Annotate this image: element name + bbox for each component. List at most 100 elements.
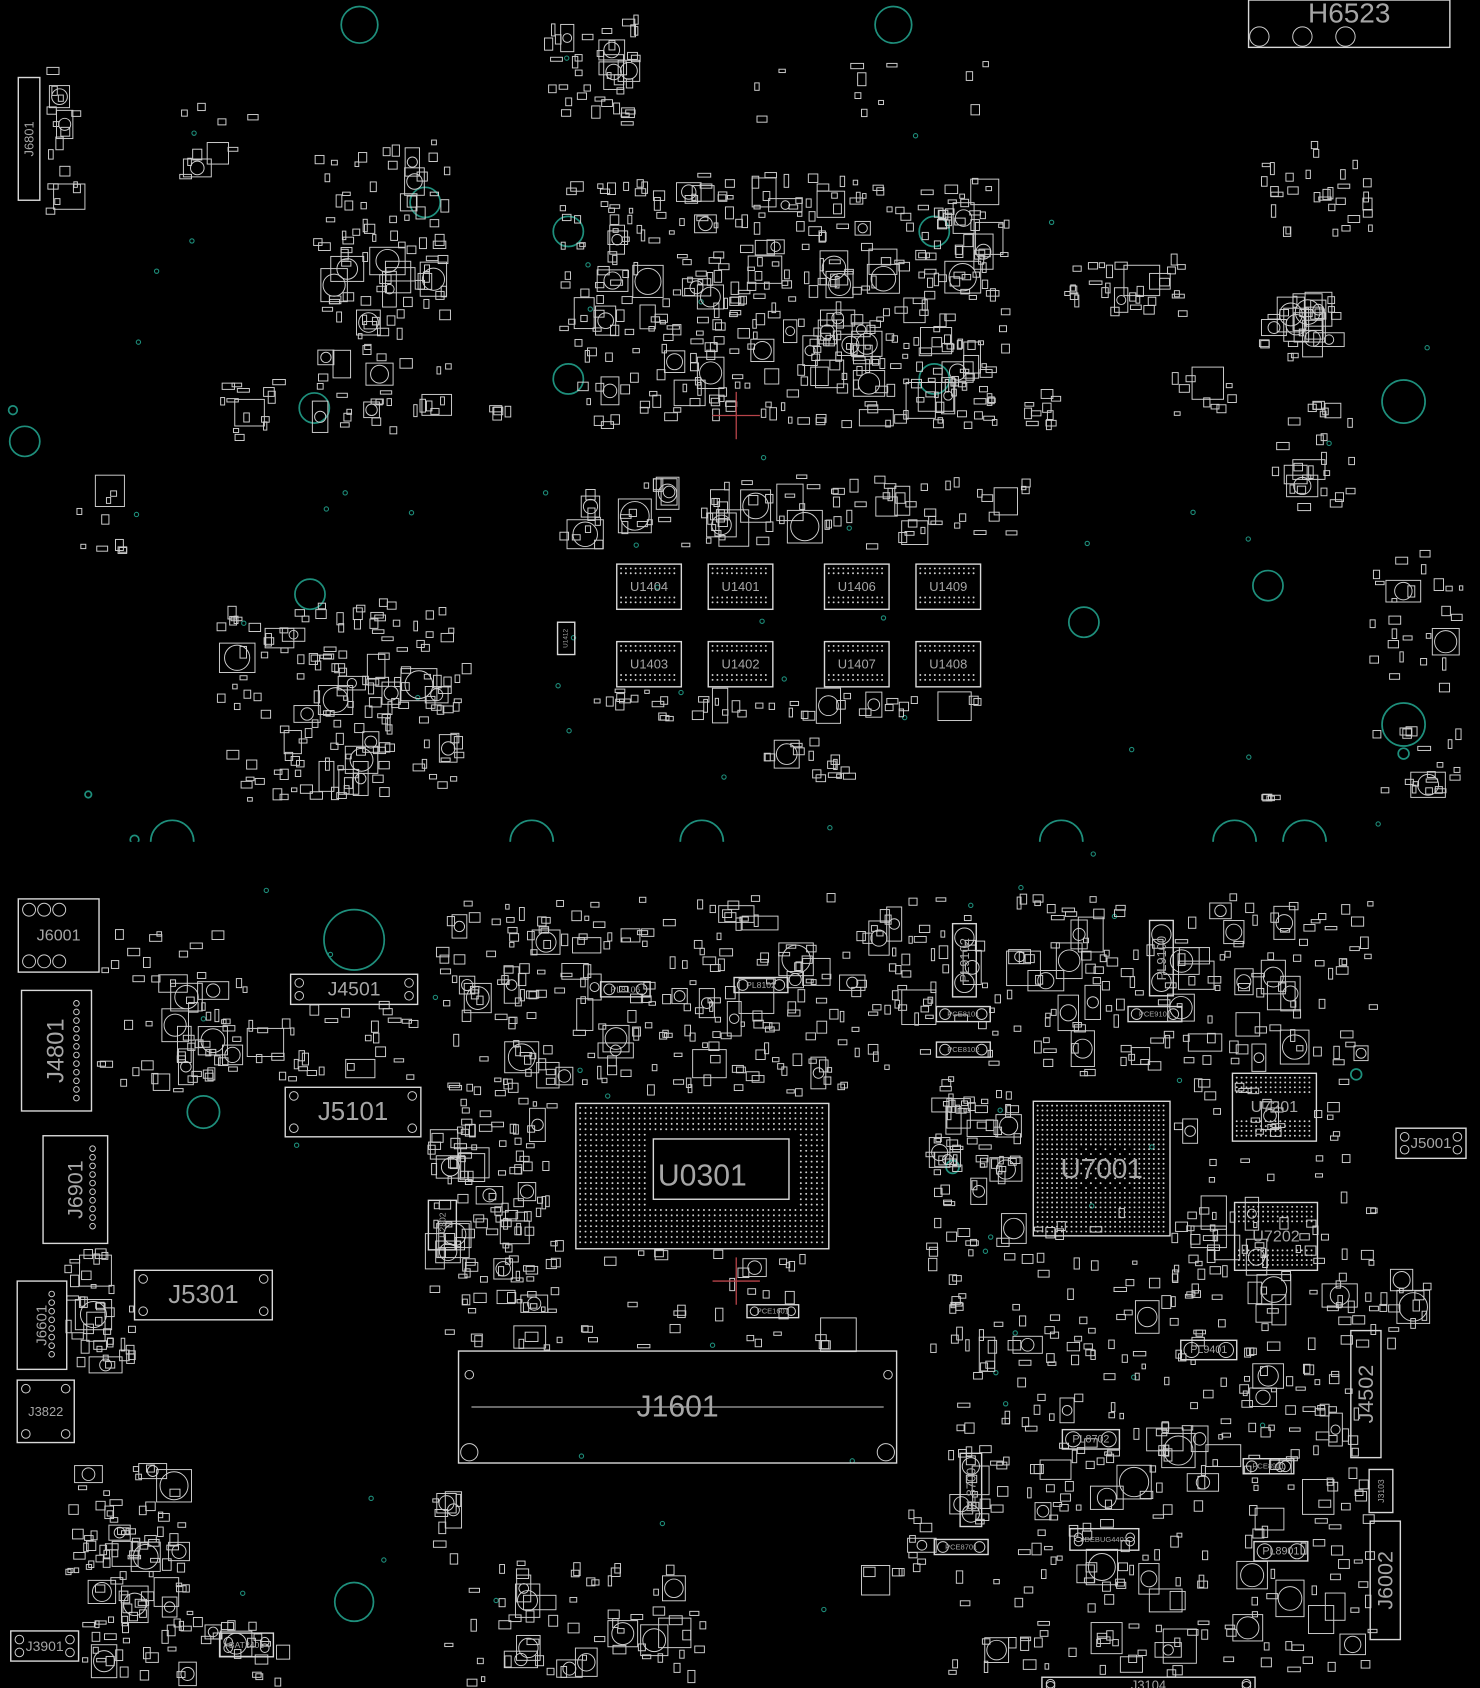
inductor-coil [91, 1582, 112, 1602]
bga-ball [1060, 1124, 1063, 1126]
smd-pad [673, 379, 706, 407]
connector-pin [73, 1051, 80, 1059]
bga-ball [919, 572, 922, 575]
smd-pad [935, 897, 947, 902]
smd-pad [568, 318, 576, 325]
smd-pad [524, 1211, 532, 1222]
bga-ball [1065, 1220, 1068, 1223]
smd-pad [572, 1029, 586, 1036]
smd-pad [644, 689, 650, 694]
mounting-hole [340, 5, 379, 44]
bga-ball [1056, 1128, 1058, 1131]
bga-ball [1128, 1133, 1131, 1136]
smd-pad [731, 700, 741, 713]
smd-pad [1093, 966, 1104, 974]
bga-ball [1060, 1191, 1063, 1194]
smd-pad [828, 259, 841, 265]
smd-pad [131, 1537, 141, 1552]
smd-pad [862, 193, 867, 199]
bga-ball [1051, 1133, 1054, 1136]
smd-pad [805, 1032, 816, 1041]
component-j5301[interactable]: J5301 [133, 1269, 274, 1321]
smd-pad [841, 372, 848, 380]
smd-pad [1066, 1341, 1081, 1352]
component-u1408[interactable]: U1408 [915, 640, 982, 688]
bga-ball [1070, 1177, 1073, 1180]
bga-ball [772, 1214, 775, 1217]
smd-pad [46, 66, 60, 75]
bga-ball [1152, 1162, 1155, 1165]
bga-ball [1080, 1201, 1083, 1204]
component-u1401[interactable]: U1401 [707, 563, 774, 611]
component-u7001[interactable]: U7001 [1032, 1100, 1171, 1237]
component-j6801[interactable]: J6801 [17, 76, 41, 201]
bga-ball [847, 678, 850, 681]
smd-pad [109, 1499, 123, 1506]
bga-ball [1133, 1133, 1136, 1136]
component-h6523[interactable]: H6523 [1247, 0, 1451, 49]
smd-pad [574, 69, 583, 77]
smd-pad [443, 166, 451, 176]
component-j4801[interactable]: J4801 [20, 989, 93, 1112]
smd-pad [1267, 952, 1275, 961]
smd-pad [616, 693, 626, 702]
bga-ball [1104, 1177, 1107, 1180]
bga-ball [767, 1225, 770, 1228]
bga-ball [589, 1235, 592, 1238]
component-j6001[interactable]: J6001 [17, 898, 100, 973]
bga-ball [627, 1139, 630, 1142]
via [293, 1142, 300, 1148]
component-u7202[interactable]: U7202 [1233, 1201, 1319, 1272]
component-u1406[interactable]: U1406 [823, 563, 890, 611]
bga-ball [805, 1214, 808, 1217]
smd-pad [974, 1105, 988, 1114]
bga-ball [1162, 1172, 1165, 1175]
bga-ball [1264, 1091, 1267, 1094]
component-j4501[interactable]: J4501 [289, 973, 419, 1006]
component-u7201[interactable]: U7201 [1231, 1072, 1318, 1142]
connector-pin [73, 1068, 80, 1076]
component-u1402[interactable]: U1402 [707, 640, 774, 688]
smd-pad [1291, 1644, 1305, 1652]
component-j5101[interactable]: J5101 [284, 1086, 422, 1138]
smd-pad [135, 1473, 142, 1481]
bga-ball [1041, 1182, 1044, 1185]
smd-pad [785, 944, 797, 949]
component-u1407[interactable]: U1407 [823, 640, 890, 688]
component-j6601[interactable]: J6601 [16, 1280, 68, 1371]
component-u1409[interactable]: U1409 [915, 563, 982, 611]
bga-ball [764, 601, 767, 604]
bga-ball [924, 674, 927, 676]
component-j6901[interactable]: J6901 [42, 1135, 109, 1245]
smd-pad [644, 1022, 653, 1029]
smd-pad [607, 1055, 617, 1067]
component-u1403[interactable]: U1403 [616, 640, 683, 688]
bga-ball [751, 1241, 754, 1244]
bga-ball [1148, 1225, 1150, 1228]
component-u1404[interactable]: U1404 [616, 563, 683, 611]
smd-pad [986, 393, 993, 406]
bga-ball [1075, 1119, 1078, 1122]
smd-pad [1388, 1304, 1401, 1313]
smd-pad [851, 986, 862, 998]
smd-pad [437, 781, 448, 789]
smd-pad [941, 1079, 952, 1087]
smd-pad [981, 494, 994, 502]
bga-ball [589, 1171, 592, 1174]
smd-pad [766, 239, 785, 255]
component-j3822[interactable]: J3822 [16, 1379, 75, 1444]
bga-ball [751, 1214, 754, 1217]
smd-pad [573, 297, 595, 330]
bga-ball [827, 649, 830, 652]
component-j1601[interactable]: J1601 [457, 1350, 898, 1464]
component-u0301[interactable]: U0301 [575, 1102, 830, 1250]
bga-ball [805, 1139, 808, 1142]
smd-pad [673, 1079, 685, 1085]
bga-ball [719, 1235, 722, 1238]
smd-pad [46, 106, 57, 115]
smd-pad [1247, 1087, 1260, 1095]
component-j3901[interactable]: J3901 [10, 1630, 80, 1662]
smd-pad [944, 260, 982, 294]
inductor-coil [711, 514, 732, 536]
